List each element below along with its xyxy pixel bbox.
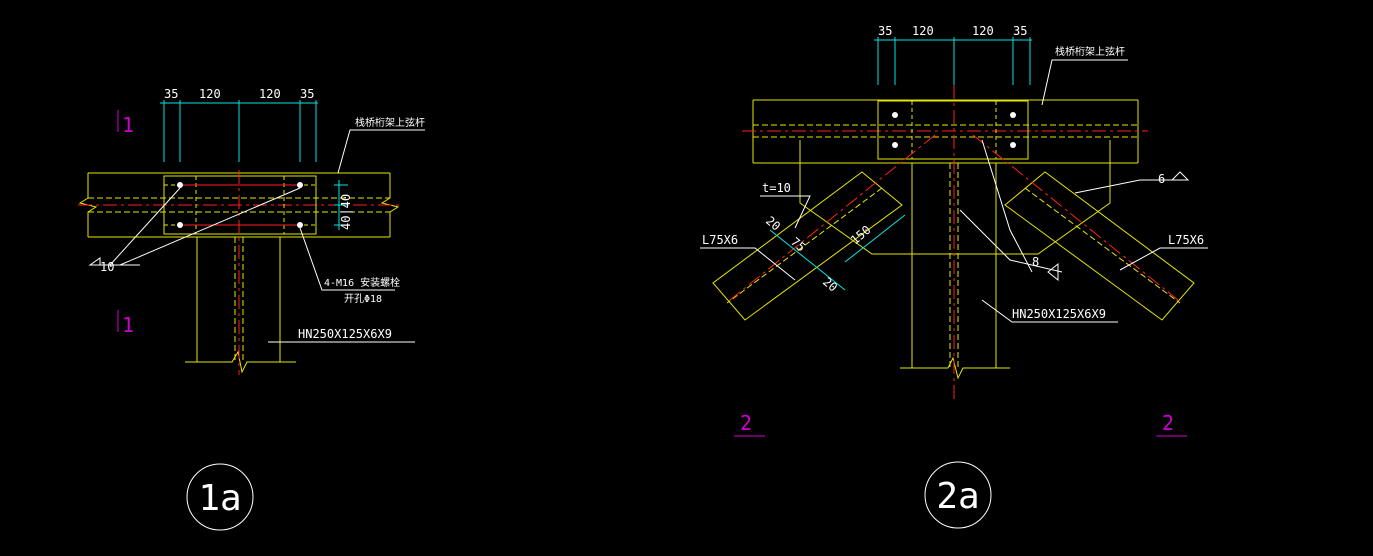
bolt bbox=[1010, 142, 1016, 148]
bolt bbox=[892, 112, 898, 118]
leaders-2a bbox=[700, 59, 1208, 323]
section-mark-2a: 2 2 bbox=[734, 411, 1187, 437]
dim-35-right: 35 bbox=[300, 87, 314, 101]
dimension-2a bbox=[769, 37, 1032, 291]
bolts-1a bbox=[177, 182, 303, 228]
diagonal-right-2a bbox=[1004, 171, 1195, 321]
section-mark-right: 2 bbox=[1162, 411, 1174, 435]
diagonal-left-2a bbox=[712, 171, 903, 321]
dimension-1a bbox=[160, 100, 348, 230]
left-member-label: L75X6 bbox=[702, 233, 738, 247]
column-2a bbox=[900, 163, 1010, 380]
bolt bbox=[297, 222, 303, 228]
top-chord-2a bbox=[752, 99, 1139, 164]
section-mark-left: 2 bbox=[740, 411, 752, 435]
weld-size-label-1a: 10 bbox=[100, 260, 114, 274]
bolt bbox=[1010, 112, 1016, 118]
gusset-plate-2a bbox=[799, 140, 1111, 255]
column-label-1a: HN250X125X6X9 bbox=[298, 327, 392, 341]
splice-plate-2a bbox=[877, 100, 1029, 160]
bolt bbox=[297, 182, 303, 188]
detail-title-2a: 2a bbox=[936, 476, 979, 517]
bolt-label-1a: 4-M16 安装螺栓 bbox=[324, 276, 400, 289]
dim-35-left: 35 bbox=[164, 87, 178, 101]
dim-120-left: 120 bbox=[199, 87, 221, 101]
bolt bbox=[892, 142, 898, 148]
weld-symbol bbox=[1047, 262, 1059, 282]
column-label-2a: HN250X125X6X9 bbox=[1012, 307, 1106, 321]
detail-title-1a: 1a bbox=[198, 478, 241, 519]
bolt bbox=[177, 222, 183, 228]
section-mark-top: 1 bbox=[122, 113, 134, 137]
dim-35-right: 35 bbox=[1013, 24, 1027, 38]
dim-120-right: 120 bbox=[259, 87, 281, 101]
detail-title-bubble-1a bbox=[186, 463, 254, 531]
detail-title-bubble-2a bbox=[924, 461, 992, 529]
weld-size-mid: 8 bbox=[1032, 255, 1039, 269]
column-1a bbox=[185, 237, 296, 374]
weld-symbol bbox=[1170, 171, 1190, 181]
plate-thickness-label: t=10 bbox=[762, 181, 791, 195]
top-chord-label-1a: 栈桥桁架上弦杆 bbox=[355, 116, 425, 129]
weld-size-right: 6 bbox=[1158, 172, 1165, 186]
section-mark-bottom: 1 bbox=[122, 313, 134, 337]
hole-label-1a: 开孔Φ18 bbox=[344, 293, 382, 305]
detail-1a: 35 120 120 35 40|40 栈桥桁架上弦杆 10 4-M16 安装螺… bbox=[78, 87, 425, 531]
bolts-2a bbox=[892, 112, 1016, 148]
weld-symbol bbox=[88, 257, 101, 266]
dim-120-left: 120 bbox=[912, 24, 934, 38]
dim-120-right: 120 bbox=[972, 24, 994, 38]
section-mark-1a: 1 1 bbox=[117, 110, 134, 337]
top-chord-label-2a: 栈桥桁架上弦杆 bbox=[1055, 45, 1125, 58]
leaders-1a bbox=[90, 129, 425, 343]
dim-35-left: 35 bbox=[878, 24, 892, 38]
right-member-label: L75X6 bbox=[1168, 233, 1204, 247]
bolt bbox=[177, 182, 183, 188]
plate-dim-40-40: 40|40 bbox=[339, 194, 353, 230]
detail-2a: 35 120 120 35 20 75 150 20 栈桥桁架上弦杆 t=10 … bbox=[700, 24, 1208, 529]
